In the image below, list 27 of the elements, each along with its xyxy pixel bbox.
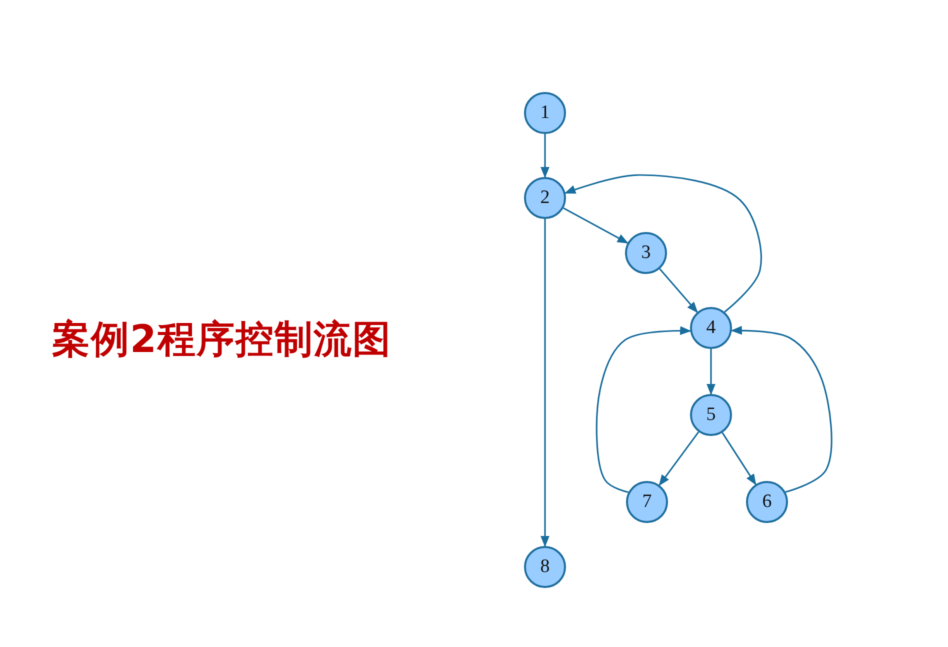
arrow [563,207,629,244]
node-number: 5 [706,404,716,426]
title-text: 案例2程序控制流图 [52,316,392,363]
node-circle [524,92,566,134]
arrow [658,431,700,486]
arrow [706,349,716,396]
node-number: 2 [540,187,550,209]
arrow [596,326,692,494]
node-number: 8 [540,556,550,578]
node-circle [625,232,667,274]
arrow [722,432,756,486]
node-circle [524,546,566,588]
node-circle [524,177,566,219]
node-number: 7 [642,491,652,513]
node-circle [746,481,788,523]
node-number: 6 [762,491,772,513]
node-circle [690,394,732,436]
node-number: 4 [706,317,716,339]
arrow [730,326,832,493]
node-circle [626,481,668,523]
node-number: 1 [540,102,550,124]
arrow [659,268,698,313]
arrow [540,134,550,178]
arrow [564,174,762,313]
arrow [540,219,550,548]
node-circle [690,307,732,349]
node-number: 3 [641,242,651,264]
